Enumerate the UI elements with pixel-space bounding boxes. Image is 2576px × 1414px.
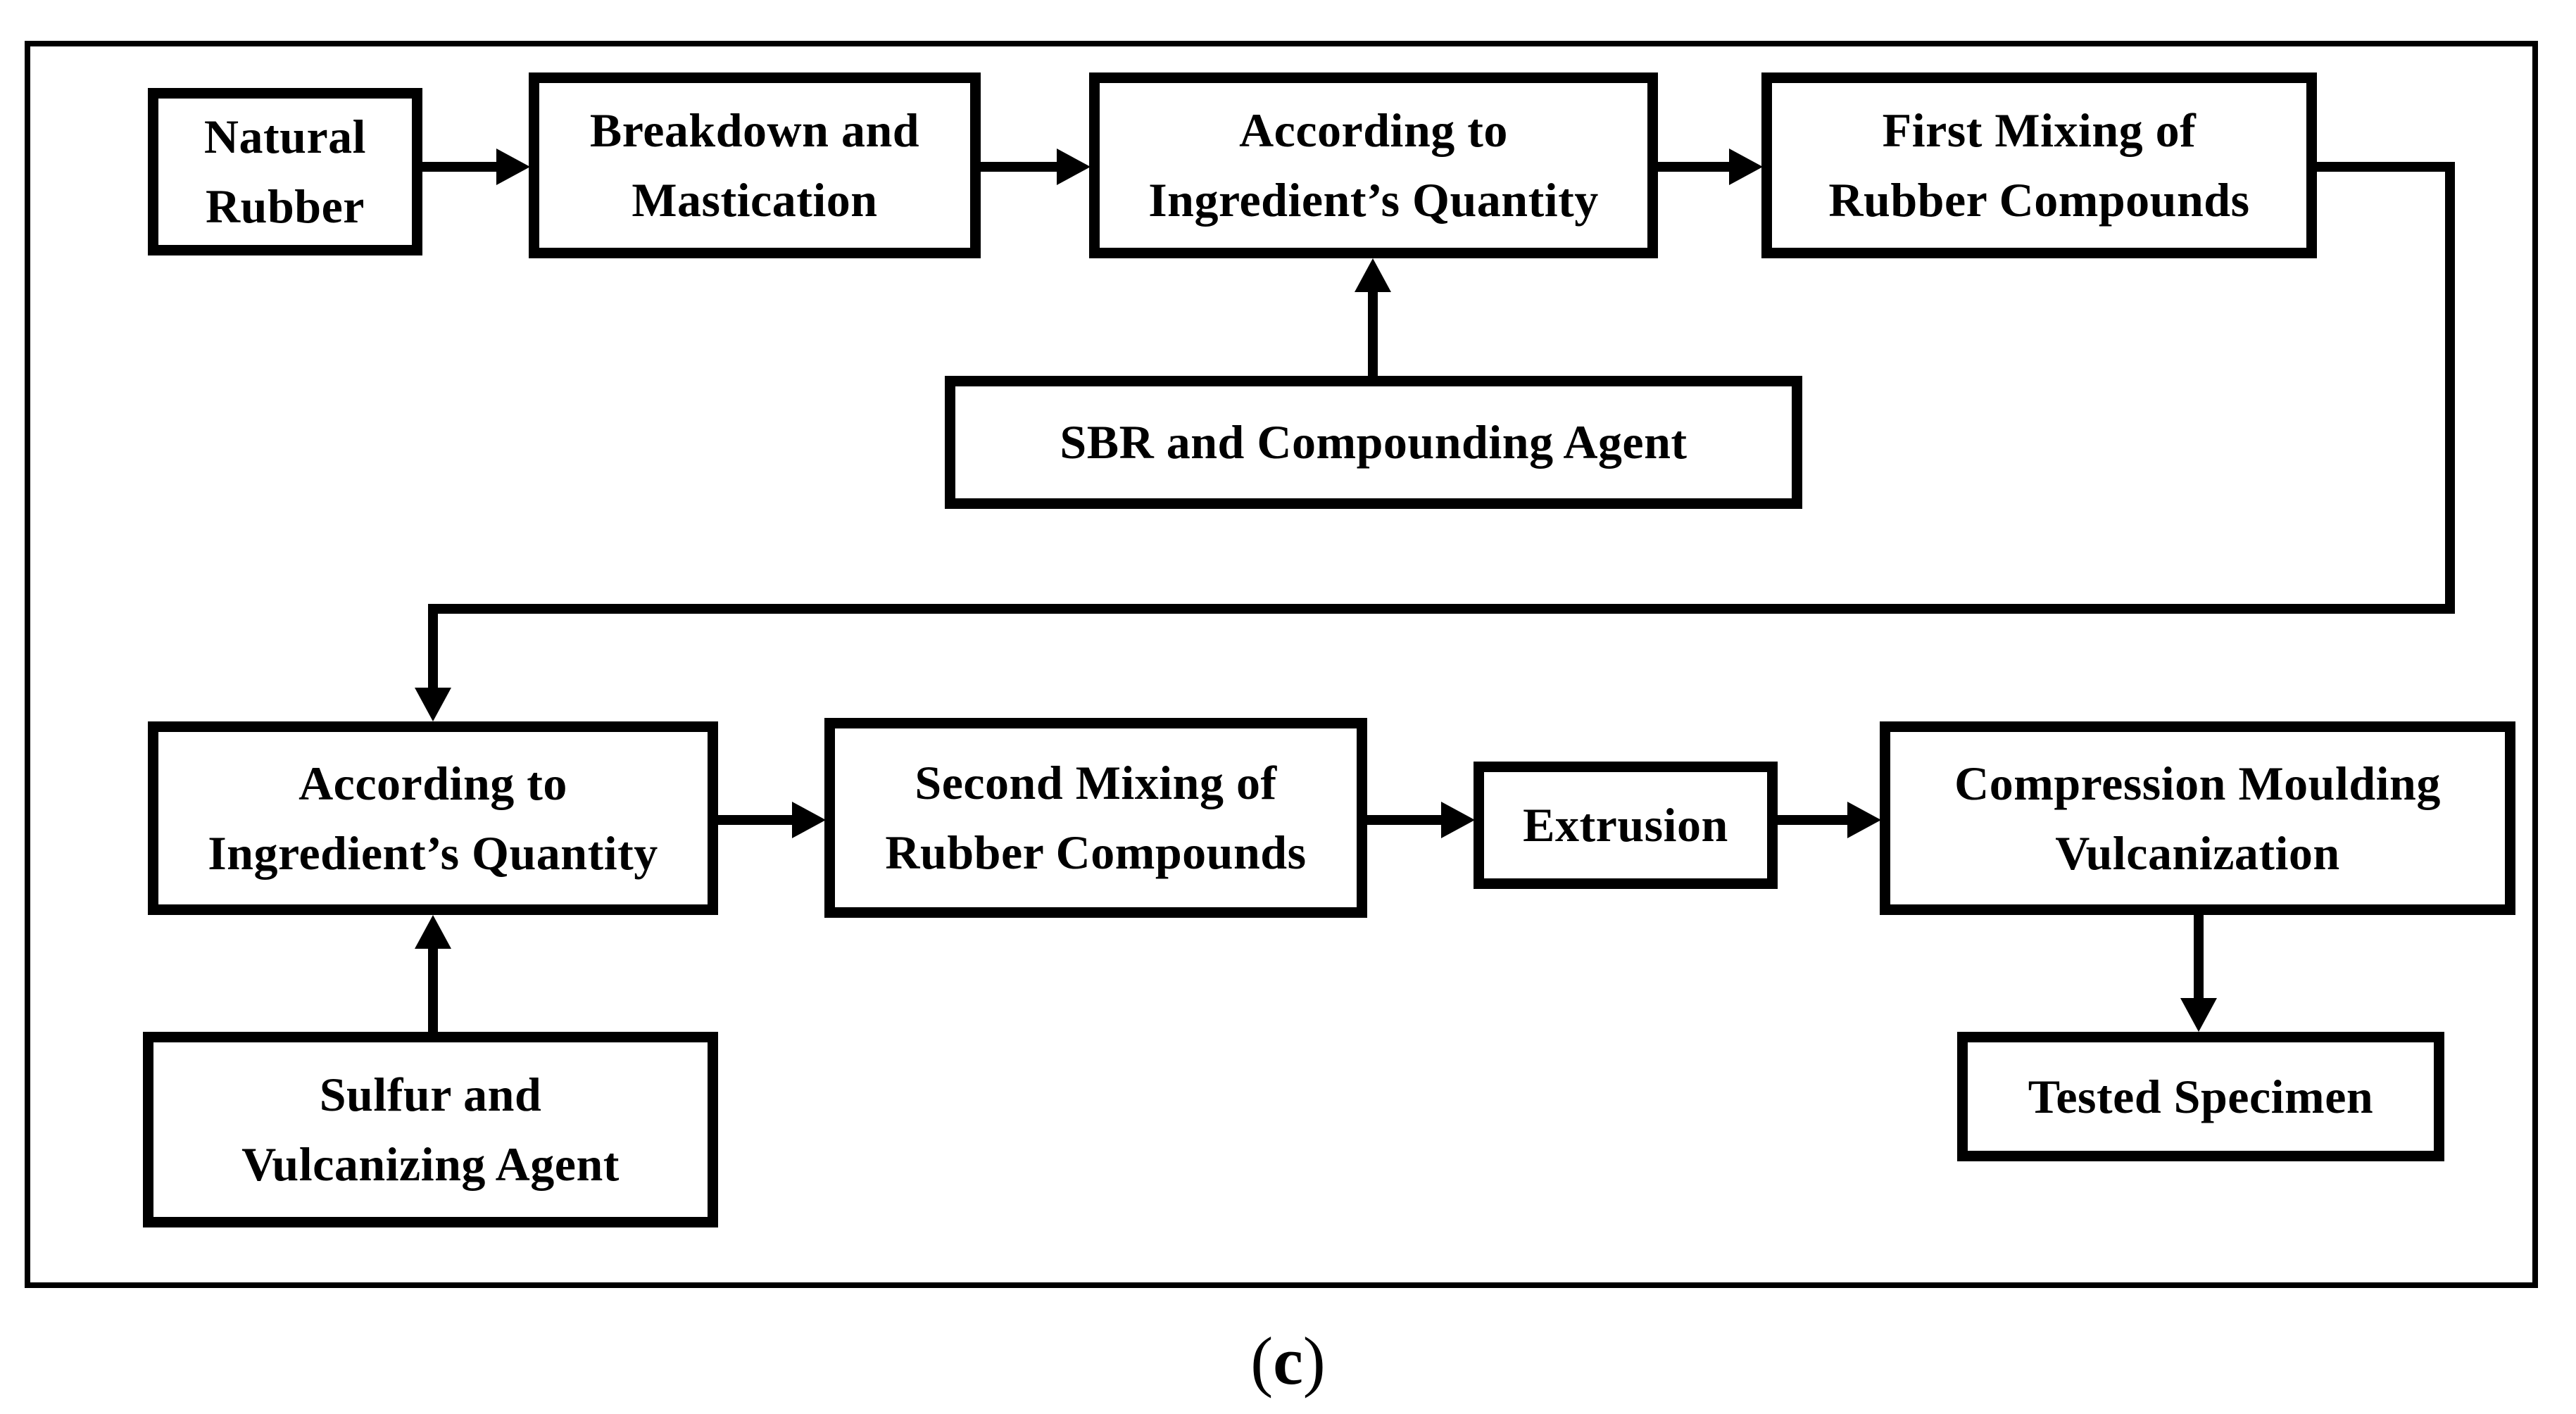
node-sbr-compounding-agent-label: SBR and Compounding Agent [1060,415,1688,469]
connector-firstmixing-right-segment [2317,162,2455,172]
connector-into-according-bottom-head [415,688,451,721]
arrow-secondmixing-to-extrusion-head [1441,802,1475,838]
node-natural-rubber-label: Natural Rubber [203,110,367,233]
figure-caption-close-paren: ) [1302,1323,1326,1399]
connector-left-vertical-segment [428,604,438,689]
figure-caption-letter: c [1273,1323,1303,1399]
figure-caption-open-paren: ( [1250,1323,1274,1399]
node-according-quantity-bottom-label: According to Ingredient’s Quantity [208,756,658,880]
node-first-mixing: First Mixing of Rubber Compounds [1761,72,2317,258]
node-extrusion-label: Extrusion [1523,798,1728,852]
node-second-mixing-label: Second Mixing of Rubber Compounds [885,756,1307,879]
node-according-quantity-bottom: According to Ingredient’s Quantity [148,721,718,915]
node-tested-specimen-label: Tested Specimen [2028,1069,2374,1123]
diagram-border [25,41,2538,1288]
arrow-sbr-to-according-shaft [1368,291,1378,376]
arrow-according-to-secondmixing-shaft [718,815,793,825]
node-sulfur-vulcanizing-agent: Sulfur and Vulcanizing Agent [143,1032,718,1227]
node-second-mixing: Second Mixing of Rubber Compounds [824,718,1367,918]
arrow-sulfur-to-according-shaft [428,947,438,1032]
arrow-compression-to-tested-head [2180,998,2217,1032]
arrow-extrusion-to-compression-head [1847,802,1881,838]
arrow-according-to-firstmixing-head [1729,149,1763,185]
arrow-according-to-secondmixing-head [792,802,826,838]
node-compression-moulding-label: Compression Moulding Vulcanization [1954,756,2441,880]
arrow-extrusion-to-compression-shaft [1778,815,1849,825]
node-breakdown-mastication: Breakdown and Mastication [529,72,981,258]
arrow-secondmixing-to-extrusion-shaft [1367,815,1443,825]
arrow-natural-to-breakdown-head [496,149,530,185]
connector-right-vertical-segment [2445,162,2455,614]
arrow-according-to-firstmixing-shaft [1658,162,1730,172]
figure-caption: (c) [0,1322,2576,1400]
arrow-breakdown-to-according-shaft [981,162,1058,172]
node-first-mixing-label: First Mixing of Rubber Compounds [1828,103,2250,227]
arrow-compression-to-tested-shaft [2194,915,2204,1001]
arrow-sulfur-to-according-head [415,915,451,949]
arrow-breakdown-to-according-head [1057,149,1091,185]
node-according-quantity-top: According to Ingredient’s Quantity [1089,72,1658,258]
arrow-natural-to-breakdown-shaft [422,162,498,172]
node-sbr-compounding-agent: SBR and Compounding Agent [945,376,1802,509]
node-extrusion: Extrusion [1474,762,1778,889]
arrow-sbr-to-according-head [1355,258,1391,292]
node-according-quantity-top-label: According to Ingredient’s Quantity [1148,103,1599,227]
node-breakdown-mastication-label: Breakdown and Mastication [589,103,920,227]
node-tested-specimen: Tested Specimen [1957,1032,2444,1161]
node-natural-rubber: Natural Rubber [148,88,422,255]
node-compression-moulding: Compression Moulding Vulcanization [1880,721,2515,915]
node-sulfur-vulcanizing-agent-label: Sulfur and Vulcanizing Agent [241,1068,620,1191]
connector-long-horizontal-segment [428,604,2455,614]
